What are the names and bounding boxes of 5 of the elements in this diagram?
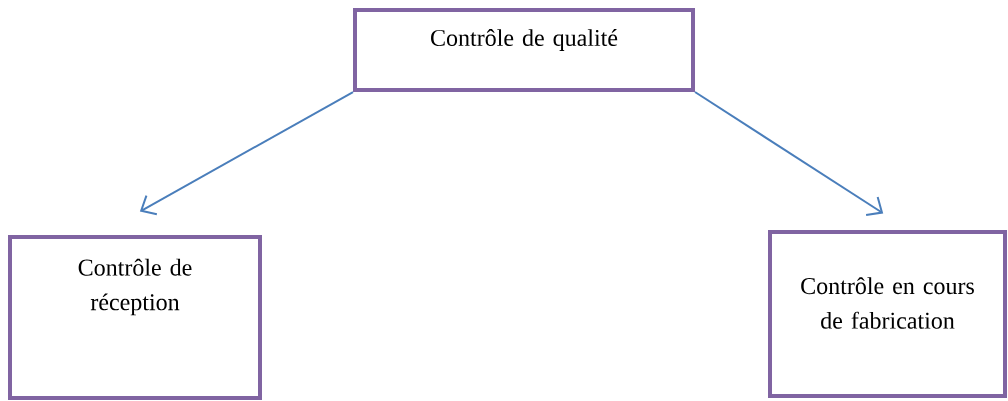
process-box: Contrôle de qualité: [353, 8, 695, 92]
arrow: [139, 91, 354, 216]
process-box: Contrôle de réception: [8, 235, 262, 400]
arrow: [694, 91, 884, 217]
process-box: Contrôle en cours de fabrication: [768, 230, 1007, 398]
